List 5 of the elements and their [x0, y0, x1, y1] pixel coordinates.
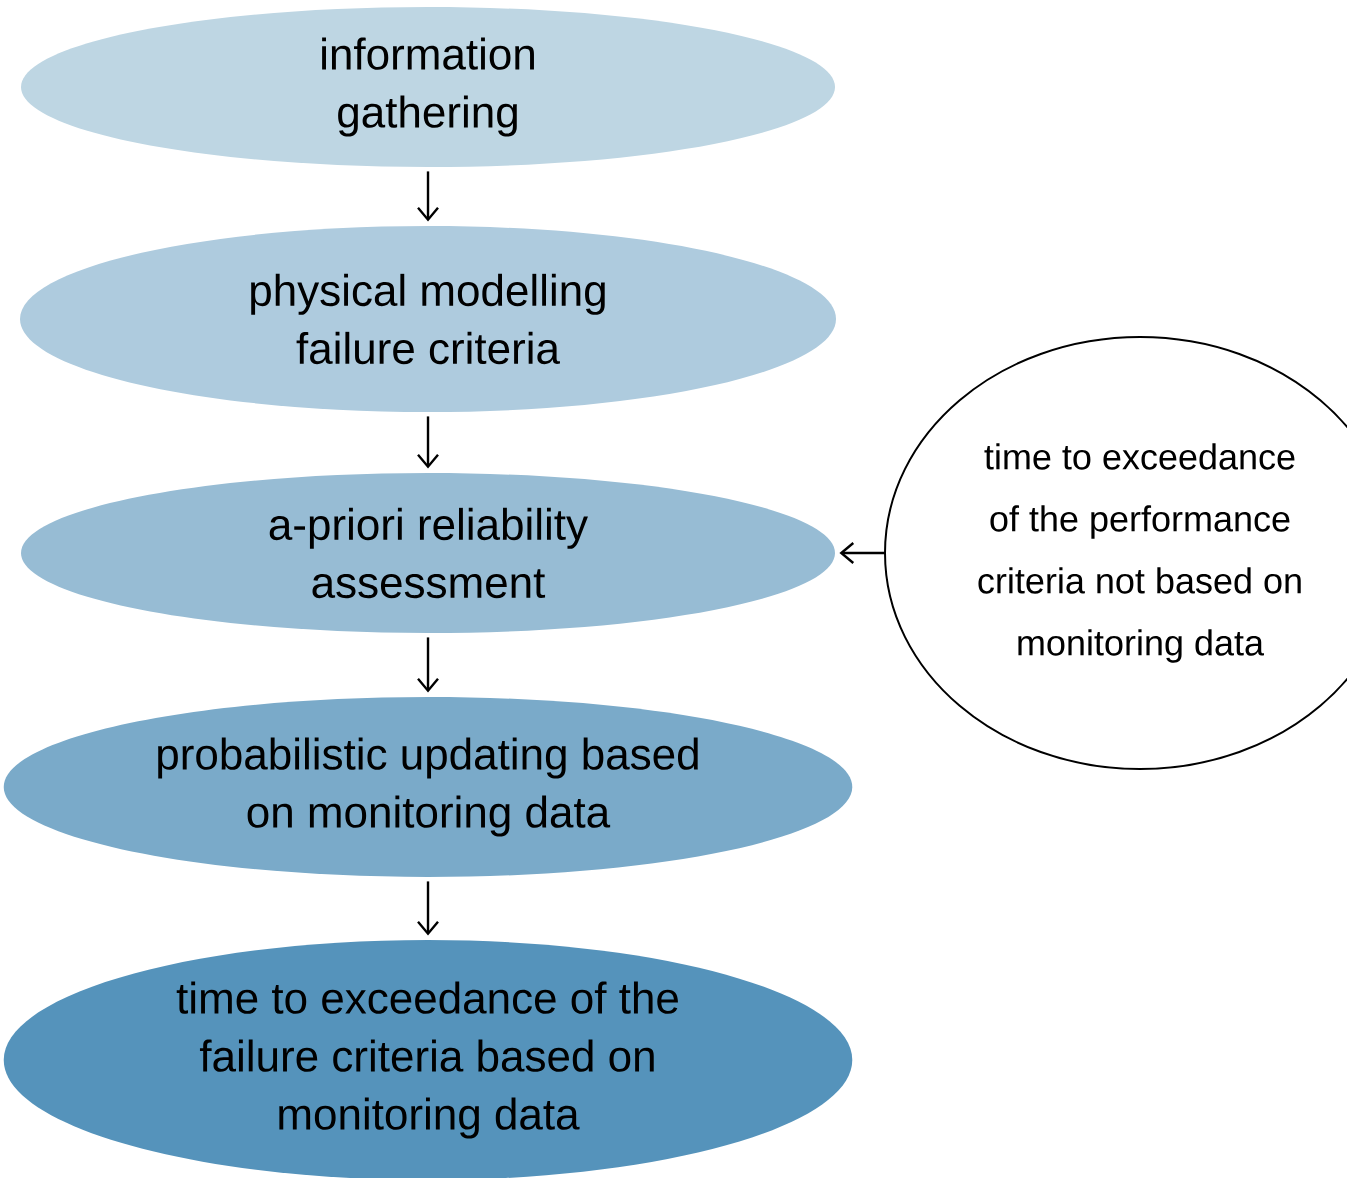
- arrow: [417, 881, 439, 936]
- arrow: [839, 542, 884, 564]
- arrow: [417, 416, 439, 469]
- arrow: [417, 637, 439, 693]
- arrow: [417, 171, 439, 222]
